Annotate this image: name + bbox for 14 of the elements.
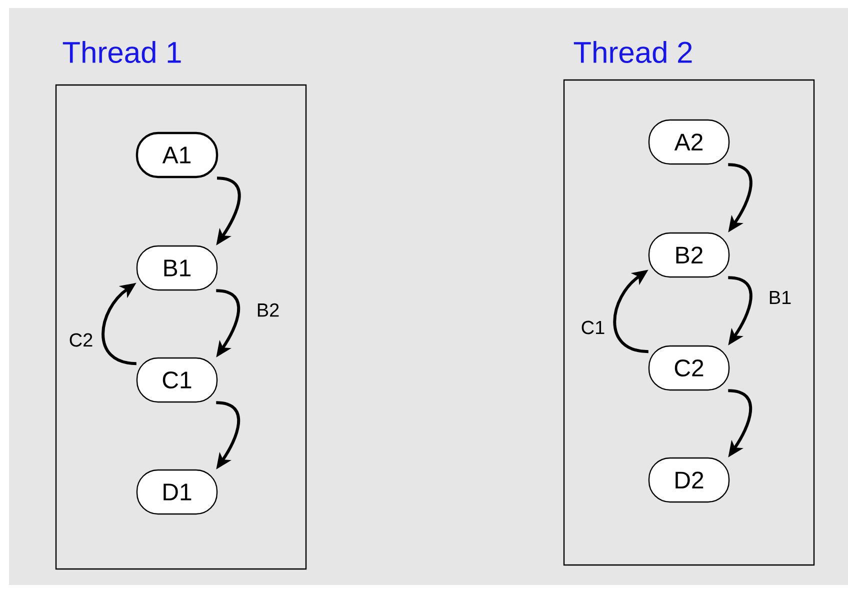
state-pill: D1 bbox=[136, 469, 218, 515]
state-pill: B1 bbox=[136, 245, 218, 291]
edge-label: C2 bbox=[70, 333, 92, 347]
state-pill: C2 bbox=[648, 345, 730, 391]
state-pill: A2 bbox=[648, 119, 730, 165]
thread-title: Thread 2 bbox=[574, 40, 692, 63]
state-pill: D2 bbox=[648, 457, 730, 503]
state-pill: A1 bbox=[136, 132, 218, 178]
edge-label: B2 bbox=[258, 303, 279, 317]
thread-title: Thread 1 bbox=[62, 40, 181, 63]
state-pill: C1 bbox=[136, 357, 218, 403]
state-pill: B2 bbox=[648, 232, 730, 278]
edge-label: C1 bbox=[582, 320, 604, 334]
edge-label: B1 bbox=[770, 290, 791, 304]
